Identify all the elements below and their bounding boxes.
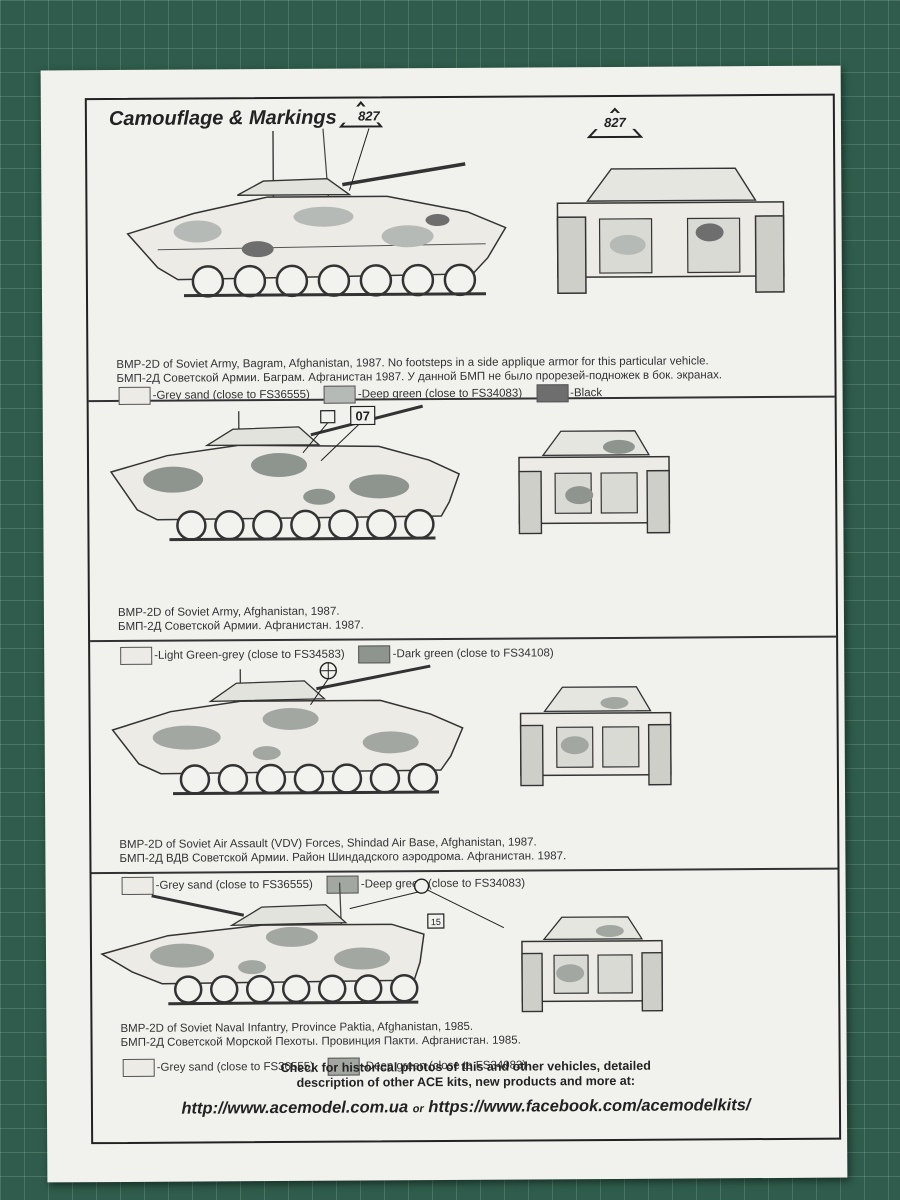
marking-number-07: 07: [355, 408, 370, 423]
website-link[interactable]: http://www.acemodel.com.ua: [181, 1098, 409, 1118]
footer: Check for historical photos of this and …: [93, 1058, 839, 1120]
tactical-number-15: 15: [427, 913, 445, 929]
marking-number-15: 15: [431, 917, 441, 927]
vdv-emblem: [310, 662, 337, 706]
scheme-section-3: BMP-2D of Soviet Air Assault (VDV) Force…: [90, 635, 838, 895]
side-view-vehicle-1: [126, 128, 507, 298]
scheme-caption-1: BMP-2D of Soviet Army, Bagram, Afghanist…: [116, 354, 722, 386]
tactical-sign-827: 827: [338, 100, 395, 191]
caption-russian-3: БМП-2Д ВДВ Советской Армии. Район Шиндад…: [119, 850, 567, 865]
side-view-vehicle-2: [109, 404, 461, 542]
caption-english-2: BMP-2D of Soviet Army, Afghanistan, 1987…: [117, 605, 340, 619]
vehicle-illustrations-3: [111, 662, 672, 796]
front-view-vehicle-3: [519, 686, 672, 787]
facebook-link[interactable]: https://www.facebook.com/acemodelkits/: [428, 1096, 751, 1117]
side-view-vehicle-3: [111, 664, 464, 796]
naval-emblem: [349, 878, 505, 929]
footer-note-line-2: description of other ACE kits, new produ…: [296, 1073, 636, 1090]
caption-russian-4: БМП-2Д Советской Морской Пехоты. Провинц…: [120, 1034, 521, 1049]
tactical-number-07: 07: [320, 405, 376, 462]
scheme-section-4: 15 BMP-2D of Soviet Naval Infantry, Prov…: [92, 868, 839, 1077]
front-view-vehicle-2: [518, 430, 671, 535]
front-view-vehicle-1: [556, 167, 785, 295]
front-view-vehicle-4: [521, 916, 664, 1013]
scheme-section-2: 07 BMP-2D of Soviet Army, Afghanistan, 1…: [88, 395, 837, 665]
caption-russian-2: БМП-2Д Советской Армии. Афганистан. 1987…: [117, 619, 364, 633]
content-frame: Camouflage & Markings: [84, 93, 842, 1145]
or-separator: or: [412, 1103, 424, 1116]
vehicle-illustrations-2: 07: [109, 404, 671, 542]
footer-links: http://www.acemodel.com.ua or https://ww…: [93, 1096, 839, 1120]
marking-number-827: 827: [358, 108, 381, 123]
scheme-caption-2: BMP-2D of Soviet Army, Afghanistan, 1987…: [118, 604, 364, 634]
scheme-section-1: 827 827: [86, 95, 835, 405]
scheme-caption-3: BMP-2D of Soviet Air Assault (VDV) Force…: [119, 835, 566, 866]
instruction-sheet: Camouflage & Markings: [40, 65, 848, 1183]
scheme-caption-4: BMP-2D of Soviet Naval Infantry, Provinc…: [120, 1020, 521, 1050]
vehicle-illustrations-1: 827 827: [126, 100, 785, 298]
marking-number-827-front: 827: [604, 115, 627, 130]
unit-emblem: [302, 410, 336, 454]
vehicle-illustrations-4: 15: [100, 878, 664, 1013]
tactical-sign-front-827: 827: [586, 107, 644, 139]
side-view-vehicle-4: [100, 882, 425, 1006]
